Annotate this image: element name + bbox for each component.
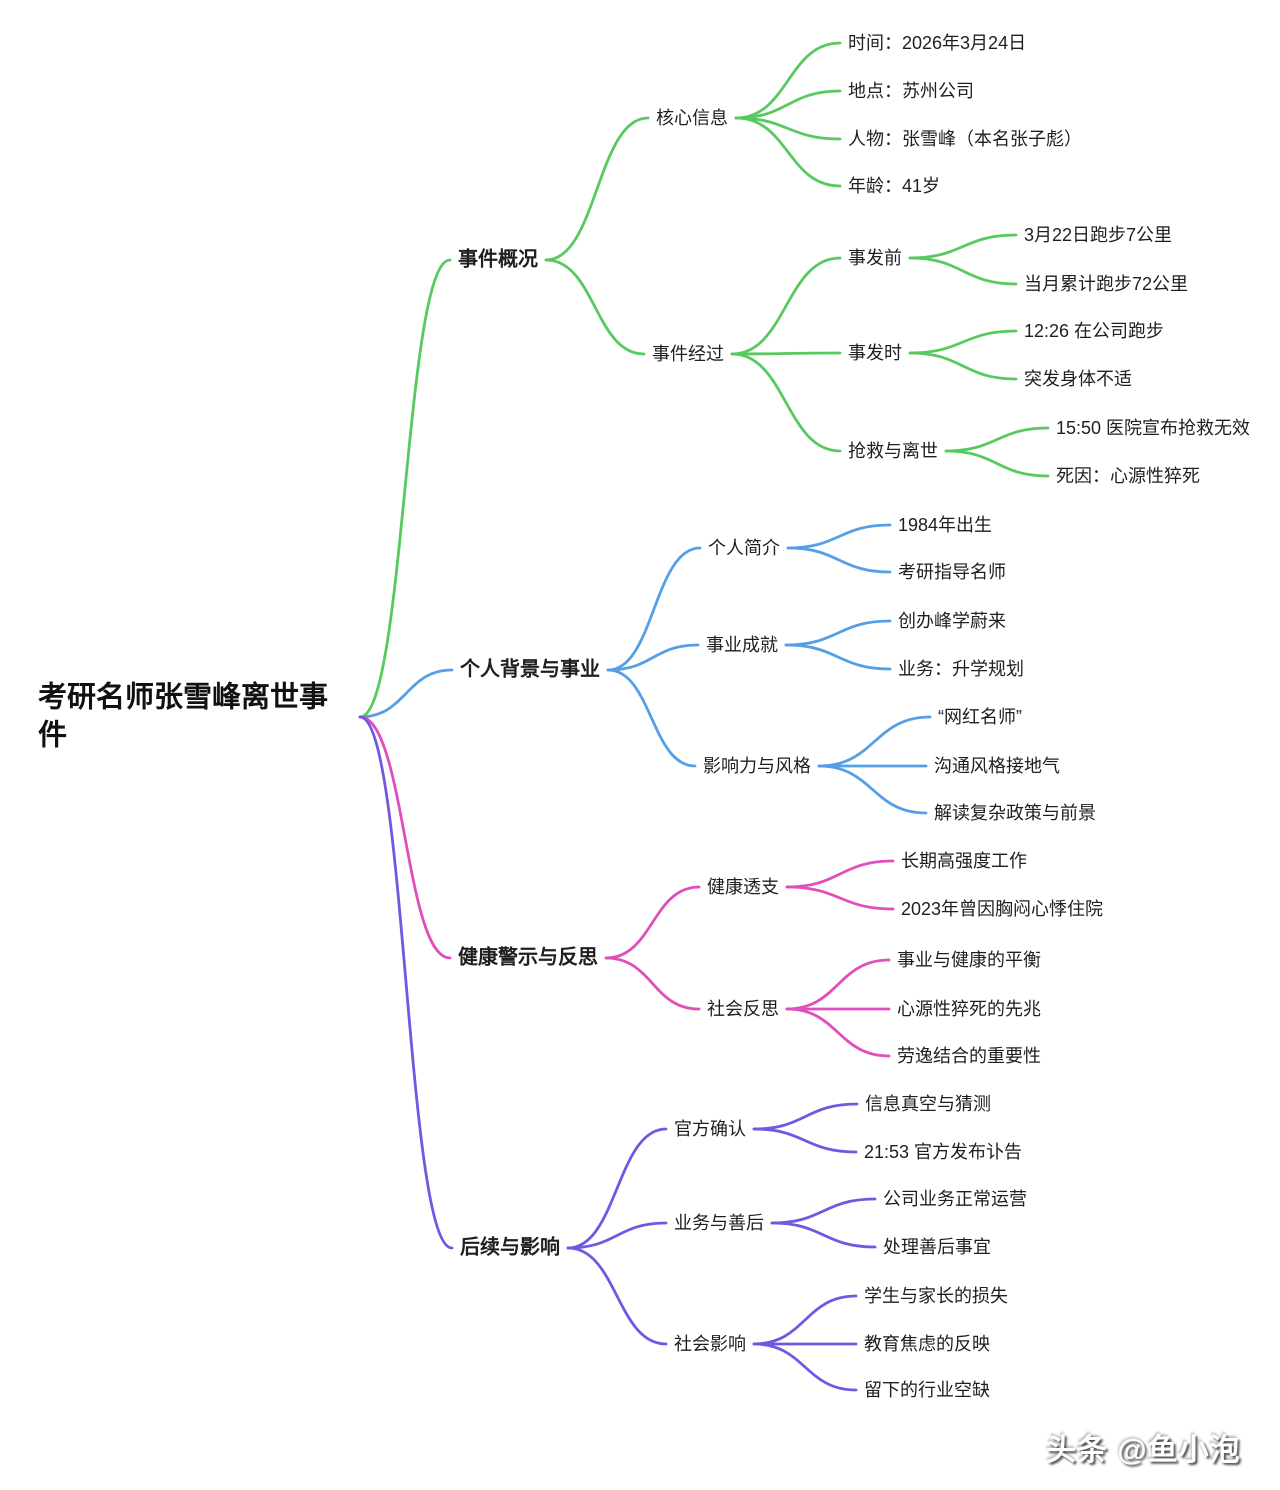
connector-line [817, 715, 932, 768]
node-student-parent-loss[interactable]: 学生与家长的损失 [864, 1285, 1008, 1306]
connector-line [606, 643, 700, 672]
connector-line [606, 546, 702, 672]
node-age[interactable]: 年龄：41岁 [848, 175, 941, 196]
node-career-health-balance[interactable]: 事业与健康的平衡 [897, 949, 1041, 970]
node-policy-interpretation[interactable]: 解读复杂政策与前景 [934, 802, 1096, 823]
node-personal-profile[interactable]: 个人简介 [708, 537, 780, 558]
node-sudden-discomfort[interactable]: 突发身体不适 [1024, 368, 1132, 389]
connector-line [784, 619, 892, 647]
node-before-incident[interactable]: 事发前 [848, 247, 902, 268]
connector-line [786, 546, 892, 574]
node-founded-company[interactable]: 创办峰学蔚来 [898, 610, 1006, 631]
connector-line [908, 329, 1018, 355]
connector-line [752, 1127, 858, 1154]
node-location[interactable]: 地点：苏州公司 [848, 80, 974, 101]
connector-line [358, 715, 454, 1250]
node-health-warning[interactable]: 健康警示与反思 [458, 946, 598, 969]
node-monthly-72km[interactable]: 当月累计跑步72公里 [1024, 273, 1189, 294]
connector-line [752, 1294, 858, 1346]
node-official-confirmation[interactable]: 官方确认 [674, 1118, 746, 1139]
connector-line [786, 523, 892, 550]
node-core-info[interactable]: 核心信息 [656, 107, 728, 128]
node-career-achievements[interactable]: 事业成就 [706, 634, 778, 655]
connector-line [785, 885, 895, 911]
connector-line [734, 89, 842, 120]
node-communication-style[interactable]: 沟通风格接地气 [934, 755, 1060, 776]
node-business-planning[interactable]: 业务：升学规划 [898, 658, 1024, 679]
node-cause-of-death[interactable]: 死因：心源性猝死 [1056, 465, 1200, 486]
connector-line [606, 668, 697, 768]
node-handle-aftermath[interactable]: 处理善后事宜 [883, 1236, 991, 1257]
node-person[interactable]: 人物：张雪峰（本名张子彪） [848, 128, 1082, 149]
node-run-7km[interactable]: 3月22日跑步7公里 [1024, 224, 1173, 245]
connector-line [566, 1221, 668, 1250]
node-business-aftermath[interactable]: 业务与善后 [674, 1212, 764, 1233]
connector-line [944, 449, 1050, 478]
connector-line [358, 668, 454, 719]
node-business-normal[interactable]: 公司业务正常运营 [883, 1188, 1027, 1209]
connector-line [734, 41, 842, 120]
node-running-at-company[interactable]: 12:26 在公司跑步 [1024, 320, 1165, 341]
node-kaoyan-mentor[interactable]: 考研指导名师 [898, 561, 1006, 582]
node-rescue-death[interactable]: 抢救与离世 [848, 440, 938, 461]
connector-line [817, 764, 928, 815]
node-internet-celebrity[interactable]: “网红名师” [938, 706, 1022, 727]
node-influence-style[interactable]: 影响力与风格 [703, 755, 811, 776]
connector-line [908, 351, 1018, 381]
connector-line [544, 116, 650, 262]
connector-line [358, 258, 452, 719]
connector-line [730, 256, 842, 356]
node-work-rest-balance[interactable]: 劳逸结合的重要性 [897, 1045, 1041, 1066]
node-social-impact[interactable]: 社会影响 [674, 1333, 746, 1354]
connector-line [734, 116, 842, 141]
connector-line [785, 859, 895, 889]
node-root-title[interactable]: 考研名师张雪峰离世事件 [38, 681, 329, 751]
connector-line [358, 715, 452, 960]
connector-line [734, 116, 842, 188]
connector-line [785, 958, 891, 1011]
connector-line [944, 426, 1050, 453]
connector-line [770, 1197, 877, 1225]
node-obituary-release[interactable]: 21:53 官方发布讣告 [864, 1141, 1023, 1162]
node-born-1984[interactable]: 1984年出生 [898, 514, 993, 535]
connector-line [730, 351, 842, 356]
connector-line [752, 1342, 858, 1392]
node-event-overview[interactable]: 事件概况 [458, 248, 538, 271]
connector-line [544, 258, 646, 356]
node-scd-warning-signs[interactable]: 心源性猝死的先兆 [897, 998, 1041, 1019]
watermark: 头条 @鱼小泡 [1046, 1434, 1241, 1467]
connector-line [770, 1221, 877, 1249]
node-high-intensity-work[interactable]: 长期高强度工作 [901, 850, 1027, 871]
connector-line [604, 956, 701, 1011]
node-background-career[interactable]: 个人背景与事业 [460, 658, 600, 681]
node-social-reflection[interactable]: 社会反思 [707, 998, 779, 1019]
node-info-vacuum[interactable]: 信息真空与猜测 [865, 1093, 991, 1114]
node-rescue-failed[interactable]: 15:50 医院宣布抢救无效 [1056, 417, 1251, 438]
connector-line [566, 1246, 668, 1346]
connector-line [785, 1007, 891, 1058]
connector-line [908, 233, 1018, 260]
node-during-incident[interactable]: 事发时 [848, 342, 902, 363]
connector-line [784, 643, 892, 671]
connector-line [566, 1127, 668, 1250]
node-education-anxiety[interactable]: 教育焦虑的反映 [864, 1333, 990, 1354]
node-aftermath-impact[interactable]: 后续与影响 [460, 1236, 560, 1259]
node-health-overdraft[interactable]: 健康透支 [707, 876, 779, 897]
connector-line [908, 256, 1018, 286]
node-hospitalized-2023[interactable]: 2023年曾因胸闷心悸住院 [901, 898, 1104, 919]
node-event-course[interactable]: 事件经过 [652, 343, 724, 364]
node-time[interactable]: 时间：2026年3月24日 [848, 32, 1027, 53]
connector-line [730, 352, 842, 453]
connector-line [604, 885, 701, 960]
connector-line [752, 1102, 859, 1131]
node-industry-gap[interactable]: 留下的行业空缺 [864, 1379, 990, 1400]
